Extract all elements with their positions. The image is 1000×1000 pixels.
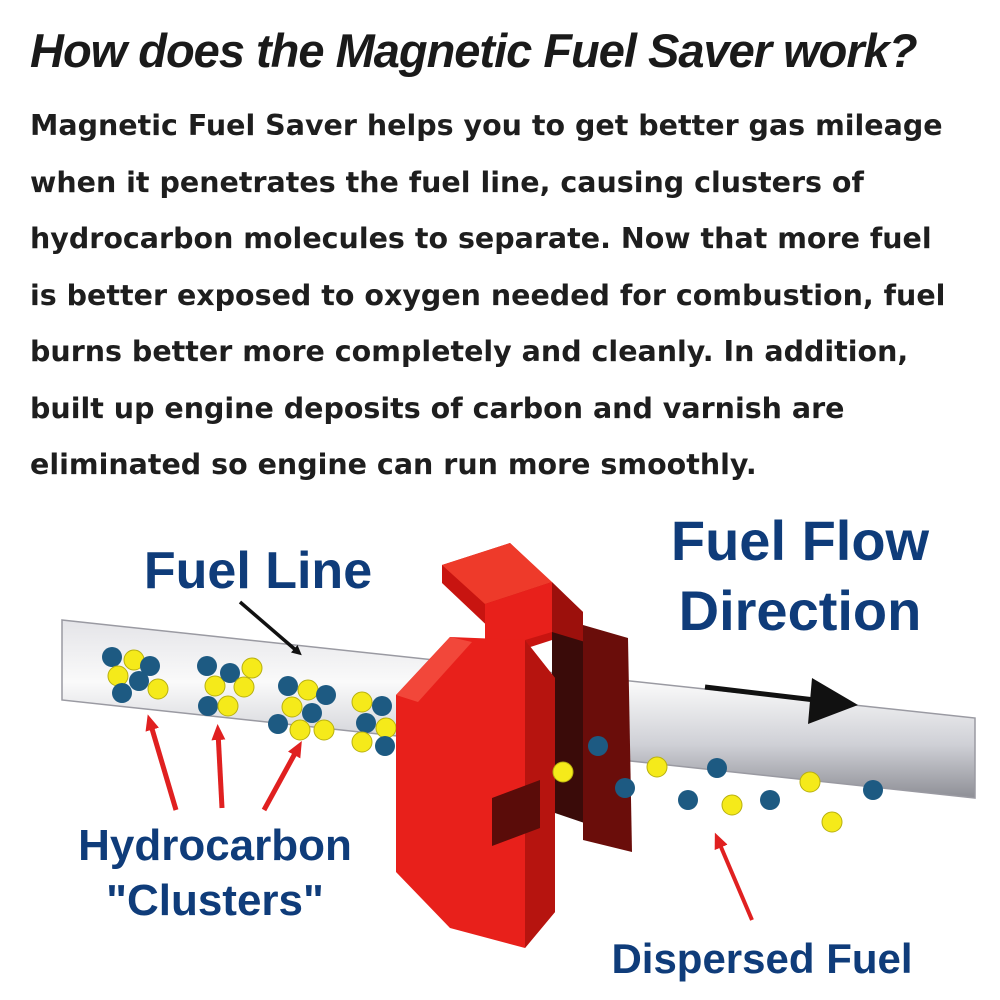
- hydrocarbon-clusters: [102, 647, 397, 756]
- fuel-line-pointer-arrow: [238, 600, 302, 656]
- fuel-saver-diagram: Fuel Line Fuel Flow Direction Hydrocarbo…: [0, 480, 1000, 1000]
- description-line: built up engine deposits of carbon and v…: [30, 391, 845, 425]
- description-paragraph: Magnetic Fuel Saver helps you to get bet…: [30, 98, 980, 494]
- clusters-pointer-arrow: [211, 724, 226, 809]
- description-line: when it penetrates the fuel line, causin…: [30, 165, 864, 199]
- fuel-flow-label: Fuel Flow: [671, 509, 930, 572]
- dispersed-molecules: [552, 736, 883, 833]
- clusters-pointer-arrow: [261, 740, 302, 812]
- dispersed-pointer-arrow: [714, 832, 754, 921]
- description-line: eliminated so engine can run more smooth…: [30, 448, 757, 481]
- molecule-cluster: [197, 656, 263, 717]
- description-line: burns better more completely and cleanly…: [30, 335, 909, 368]
- molecule-cluster: [102, 647, 169, 703]
- page-title: How does the Magnetic Fuel Saver work?: [30, 24, 918, 77]
- dispersed-fuel-label: Dispersed Fuel: [611, 935, 912, 982]
- molecule-cluster: [351, 691, 397, 756]
- fuel-line-label: Fuel Line: [144, 542, 372, 600]
- magnet-block: [396, 543, 632, 948]
- diagram-svg: Fuel Line Fuel Flow Direction Hydrocarbo…: [61, 509, 976, 982]
- flow-direction-arrow: [704, 678, 858, 724]
- molecule-cluster: [268, 676, 336, 741]
- description-line: hydrocarbon molecules to separate. Now t…: [30, 222, 932, 255]
- hydrocarbon-label: Hydrocarbon: [78, 821, 352, 870]
- description-line: Magnetic Fuel Saver helps you to get bet…: [30, 109, 943, 142]
- clusters-pointer-arrow: [145, 714, 179, 811]
- clusters-label: "Clusters": [106, 876, 324, 925]
- description-line: is better exposed to oxygen needed for c…: [30, 278, 946, 312]
- fuel-flow-direction-label: Direction: [679, 579, 922, 642]
